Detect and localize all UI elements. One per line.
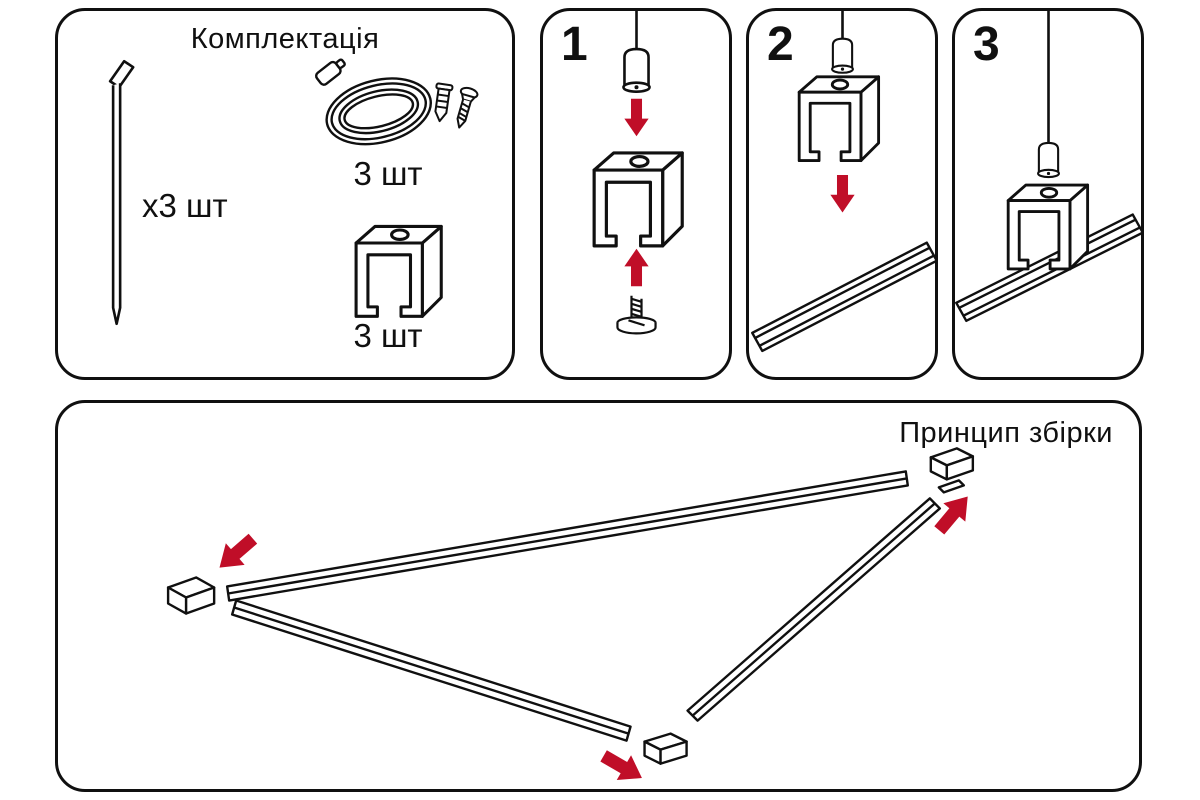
cord-fitting-drawing — [622, 47, 651, 94]
cord-fitting-drawing — [1037, 141, 1060, 179]
mounting-clip-drawing — [592, 151, 684, 248]
pin-quantity-label: x3 шт — [142, 187, 228, 224]
wall-anchor-drawing — [430, 82, 454, 124]
step-1-drawing — [592, 11, 684, 335]
screw-drawing — [450, 85, 480, 131]
clip-quantity-label: 3 шт — [353, 317, 423, 354]
cable-quantity-label: 3 шт — [353, 155, 423, 192]
assembly-panel: Принцип збірки — [55, 400, 1142, 792]
step-panel-2: 2 — [746, 8, 938, 380]
track-rail-drawing — [955, 213, 1141, 323]
arrow-down-icon — [830, 174, 855, 213]
step-1-number: 1 — [561, 18, 588, 71]
assembly-title: Принцип збірки — [899, 417, 1113, 449]
step-3-drawing — [955, 11, 1141, 323]
arrow-left-corner-icon — [210, 527, 263, 579]
kit-contents-drawing — [108, 58, 480, 326]
arrow-bottom-corner-icon — [596, 743, 650, 789]
step-2-drawing — [751, 11, 935, 353]
arrow-up-icon — [624, 248, 649, 287]
cord-fitting-drawing — [831, 37, 854, 74]
mounting-clip-drawing — [797, 75, 881, 163]
suspension-pin-drawing — [108, 59, 135, 326]
flat-screw-drawing — [616, 294, 657, 335]
kit-panel: Комплектація x3 шт 3 шт 3 шт — [55, 8, 515, 380]
assembly-principle-drawing — [166, 447, 979, 789]
kit-panel-title: Комплектація — [190, 23, 380, 55]
arrow-down-icon — [624, 98, 649, 137]
step-panel-1: 1 — [540, 8, 732, 380]
step-2-number: 2 — [767, 18, 794, 71]
cable-coil-drawing — [314, 58, 432, 146]
corner-connectors-drawing — [166, 447, 975, 765]
triangle-frame-rails-drawing — [225, 470, 942, 742]
track-rail-drawing — [751, 241, 935, 353]
cable-connector-drawing — [314, 58, 346, 86]
step-3-number: 3 — [973, 18, 1000, 71]
mounting-clip-drawing — [354, 224, 443, 318]
step-panel-3: 3 — [952, 8, 1144, 380]
